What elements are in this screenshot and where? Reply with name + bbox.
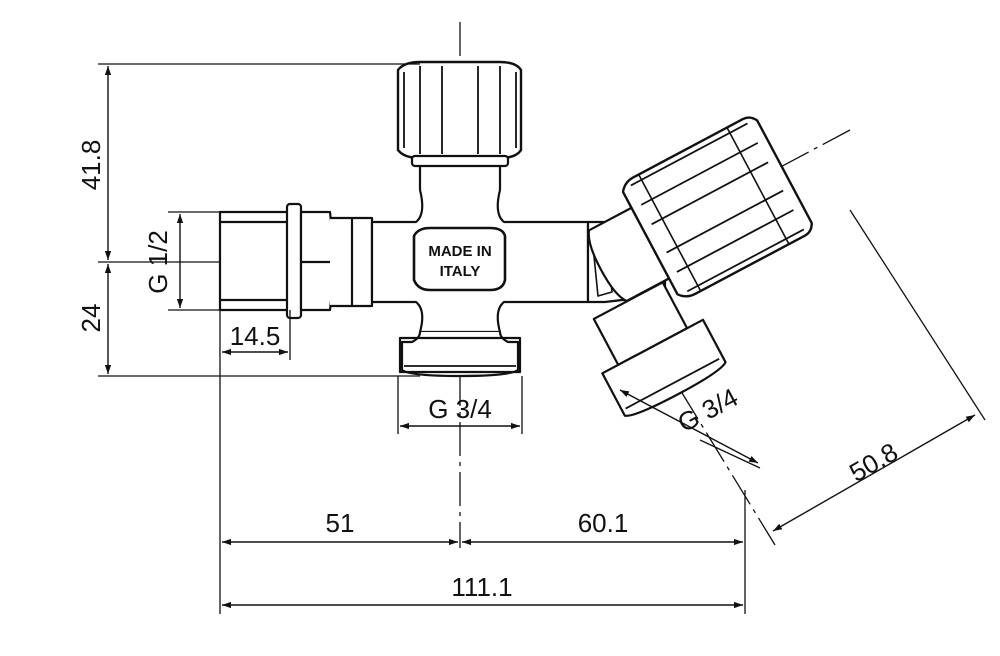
embossed-marking: MADE IN ITALY (428, 243, 491, 280)
dim-height-bottom: 24 (76, 304, 106, 333)
dim-outlet-bottom: G 3/4 (428, 394, 492, 424)
label-pad (412, 226, 507, 292)
emboss-line-1: MADE IN (428, 243, 491, 260)
dim-left-to-center: 51 (326, 508, 355, 538)
dimension-lines (104, 66, 976, 609)
dim-center-to-right: 60.1 (578, 508, 629, 538)
dim-height-top: 41.8 (76, 140, 106, 191)
extension-lines (98, 63, 986, 614)
dim-overall-length: 111.1 (451, 572, 512, 602)
top-handwheel (396, 60, 523, 168)
inlet-thread (218, 202, 374, 320)
dim-inlet-thread-length: 14.5 (230, 321, 281, 351)
bottom-outlet (398, 331, 522, 378)
dim-inlet-thread: G 1/2 (143, 230, 173, 294)
emboss-line-2: ITALY (440, 263, 481, 280)
angled-handwheel (587, 116, 813, 303)
dim-angled-length: 50.8 (844, 437, 903, 488)
valve-body (218, 60, 813, 417)
